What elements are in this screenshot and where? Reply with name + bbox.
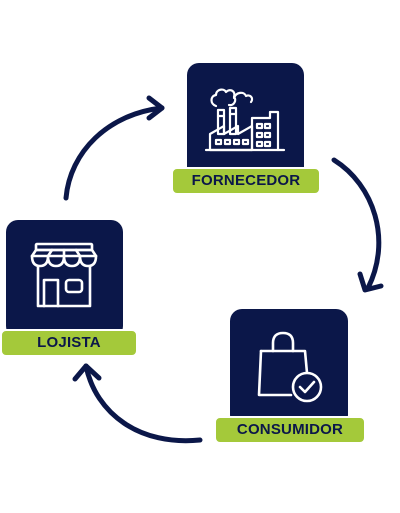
arrow-consumidor-to-lojista-head [72,363,102,382]
lojista-label: LOJISTA [0,329,138,357]
factory-icon [204,88,286,152]
consumidor-card [230,309,348,427]
arrow-consumidor-to-lojista [83,363,203,444]
arrow-fornecedor-to-consumidor-head [357,271,384,293]
storefront-icon [30,242,98,308]
fornecedor-label: FORNECEDOR [171,167,321,195]
arrow-lojista-to-fornecedor [63,105,165,201]
fornecedor-card [187,63,304,183]
arrow-lojista-to-fornecedor-head [146,95,165,121]
shopping-bag-check-icon [257,331,323,403]
lojista-card [6,220,123,338]
arrow-fornecedor-to-consumidor [331,157,382,291]
consumidor-label: CONSUMIDOR [214,416,366,444]
